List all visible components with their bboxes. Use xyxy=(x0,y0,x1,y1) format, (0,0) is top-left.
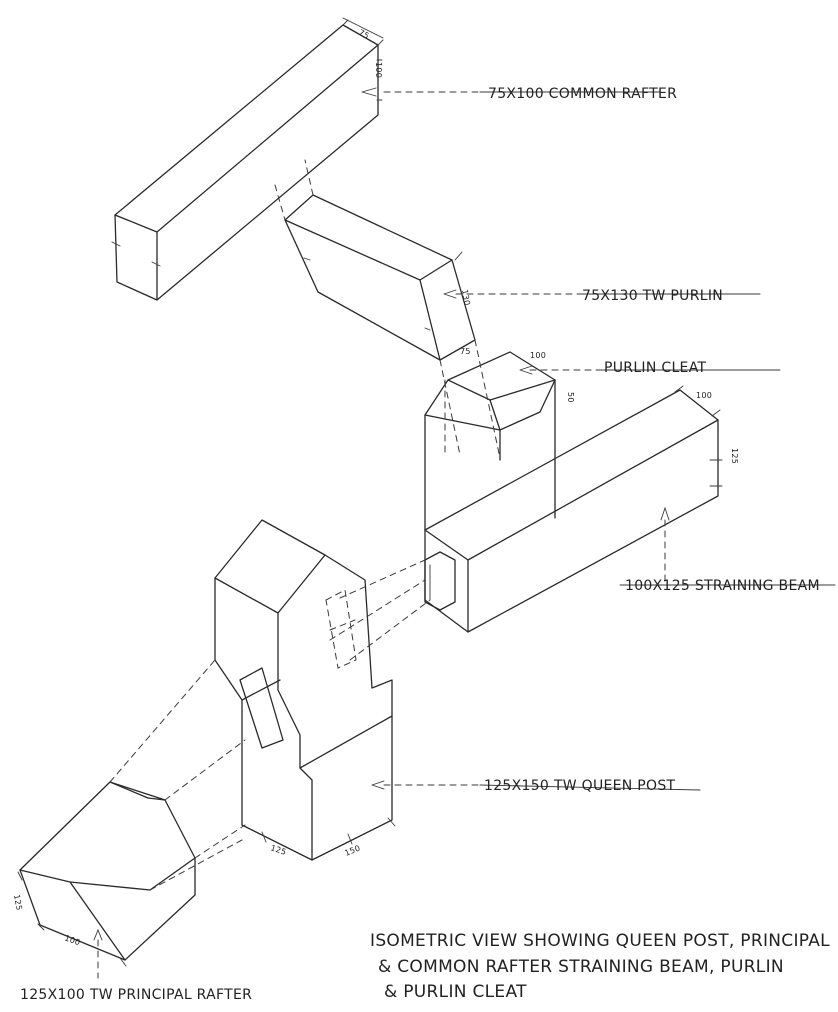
label-straining-beam: 100X125 STRAINING BEAM xyxy=(625,578,820,594)
label-purlin: 75X130 TW PURLIN xyxy=(582,288,723,304)
dim-cleat-height: 50 xyxy=(566,392,575,403)
dim-purlin-depth: 130 xyxy=(460,289,472,306)
purlin-cleat xyxy=(424,339,556,531)
label-queen-post: 125X150 TW QUEEN POST xyxy=(484,778,676,794)
common-rafter xyxy=(111,17,384,301)
label-common-rafter: 75X100 COMMON RAFTER xyxy=(488,86,677,102)
dim-principal-width: 100 xyxy=(63,933,81,947)
dim-purlin-width: 75 xyxy=(460,347,471,356)
drawing-title: ISOMETRIC VIEW SHOWING QUEEN POST, PRINC… xyxy=(370,931,830,1002)
dim-rafter-width: 75 xyxy=(357,28,371,41)
dim-post-width: 125 xyxy=(269,843,287,857)
principal-rafter xyxy=(17,659,246,967)
label-purlin-cleat: PURLIN CLEAT xyxy=(604,360,706,376)
queen-post xyxy=(214,519,431,861)
dim-post-depth: 150 xyxy=(343,843,361,857)
dim-rafter-depth: 100 xyxy=(374,62,383,78)
leader-lines xyxy=(93,87,836,979)
title-line-1: ISOMETRIC VIEW SHOWING QUEEN POST, PRINC… xyxy=(370,931,830,951)
dim-principal-depth: 125 xyxy=(12,894,24,911)
purlin xyxy=(274,159,476,361)
dim-cleat-width: 100 xyxy=(530,351,546,360)
straining-beam xyxy=(424,385,723,633)
label-principal-rafter: 125X100 TW PRINCIPAL RAFTER xyxy=(20,987,252,1003)
dim-beam-depth: 125 xyxy=(730,448,739,464)
title-line-2: & COMMON RAFTER STRAINING BEAM, PURLIN xyxy=(378,957,784,977)
title-line-3: & PURLIN CLEAT xyxy=(384,982,527,1002)
component-labels: 75X100 COMMON RAFTER 75X130 TW PURLIN PU… xyxy=(20,86,820,1003)
dim-beam-width: 100 xyxy=(696,391,712,400)
dimension-labels: 75 100 130 75 100 50 100 125 125 150 125… xyxy=(12,28,739,948)
